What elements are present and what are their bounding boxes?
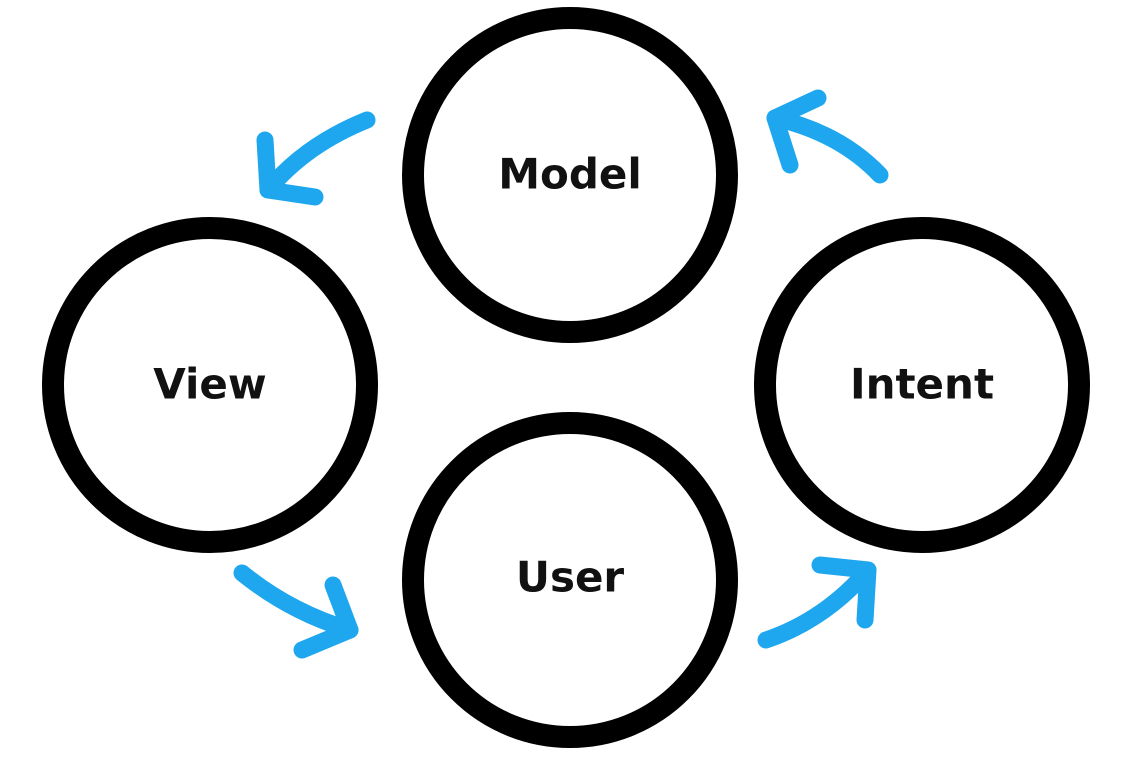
curved-arrow-icon (233, 564, 359, 639)
model-circle (402, 7, 738, 343)
arrow-user-to-intent (757, 556, 877, 649)
node-user: User (402, 412, 738, 748)
arrow-model-to-view (256, 111, 376, 206)
node-intent: Intent (754, 217, 1090, 553)
arrowhead-icon (256, 131, 324, 206)
node-view: View (42, 217, 378, 553)
node-model: Model (402, 7, 738, 343)
curved-arrow-icon (766, 109, 889, 184)
model-label: Model (498, 150, 642, 199)
curved-arrow-icon (757, 561, 877, 649)
user-label: User (516, 553, 625, 602)
arrowhead-icon (811, 556, 877, 629)
view-circle (42, 217, 378, 553)
arrowhead-icon (293, 576, 359, 659)
intent-circle (754, 217, 1090, 553)
view-label: View (153, 360, 266, 409)
curved-arrow-icon (259, 111, 376, 199)
arrow-view-to-user (233, 564, 359, 659)
arrowhead-icon (766, 89, 827, 174)
arrow-intent-to-model (766, 89, 889, 184)
intent-label: Intent (850, 360, 994, 409)
user-circle (402, 412, 738, 748)
